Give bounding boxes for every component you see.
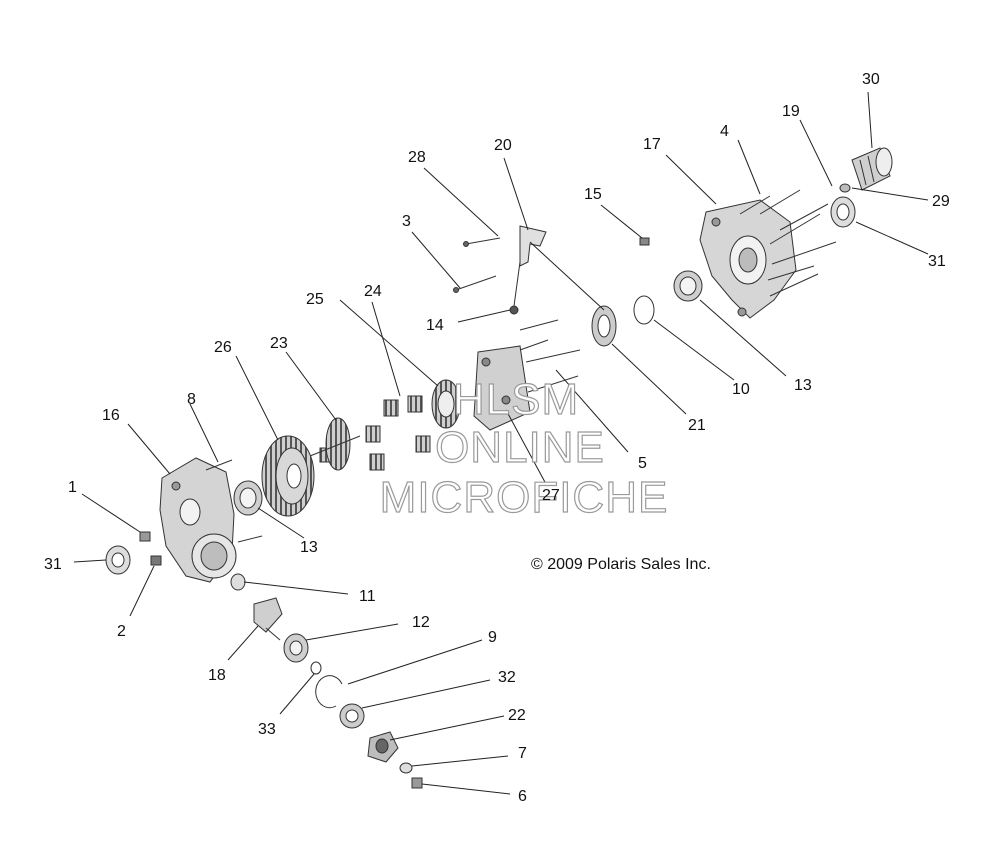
callout-25: 25 <box>306 291 324 308</box>
part-16-front-housing <box>159 457 237 583</box>
callout-12: 12 <box>412 614 430 631</box>
callout-11: 11 <box>359 588 376 605</box>
callout-18: 18 <box>208 667 226 684</box>
callout-19: 19 <box>782 103 800 120</box>
callout-20: 20 <box>494 137 512 154</box>
callout-29: 29 <box>932 193 950 210</box>
part-4-bolts <box>739 189 837 297</box>
part-28-pin <box>463 237 501 247</box>
callout-5: 5 <box>638 455 647 472</box>
part-14-pin <box>509 305 519 315</box>
callout-28: 28 <box>408 149 426 166</box>
parts-layer <box>105 147 893 789</box>
callout-27: 27 <box>542 487 560 504</box>
part-27-plate <box>473 345 531 431</box>
callout-17: 17 <box>643 136 661 153</box>
callout-32: 32 <box>498 669 516 686</box>
callout-24: 24 <box>364 283 382 300</box>
part-8-stud <box>205 459 263 543</box>
watermark-line-3: MICROFICHE <box>380 473 669 522</box>
callout-9: 9 <box>488 629 497 646</box>
callout-10: 10 <box>732 381 750 398</box>
callout-22: 22 <box>508 707 526 724</box>
part-5-bolts <box>519 319 581 393</box>
callout-33: 33 <box>258 721 276 738</box>
callout-labels: 1 2 3 4 5 6 7 8 9 10 11 12 13 13 14 15 1… <box>44 71 950 805</box>
callout-1: 1 <box>68 479 77 496</box>
part-13-bearing-upper <box>673 270 703 302</box>
callout-7: 7 <box>518 745 527 762</box>
part-3-pin <box>453 275 497 293</box>
part-31-right <box>830 196 856 228</box>
callout-3: 3 <box>402 213 411 230</box>
part-22-flange <box>367 731 399 763</box>
leader-lines <box>73 91 929 795</box>
callout-2: 2 <box>117 623 126 640</box>
callout-31-left: 31 <box>44 556 62 573</box>
callout-13-left: 13 <box>300 539 318 556</box>
part-2-plug <box>150 555 162 566</box>
part-1-plug <box>139 531 151 542</box>
callout-23: 23 <box>270 335 288 352</box>
part-33-oring <box>310 661 322 675</box>
part-31-left <box>105 545 131 575</box>
part-17-rear-housing <box>699 199 797 319</box>
callout-16: 16 <box>102 407 120 424</box>
callout-21: 21 <box>688 417 706 434</box>
part-26-large-gear <box>261 435 315 517</box>
watermark-line-2: ONLINE <box>435 423 605 472</box>
callout-31-right: 31 <box>928 253 946 270</box>
part-18-shaft <box>253 597 283 641</box>
part-7-washer <box>399 762 413 774</box>
part-12-bearing <box>283 633 309 663</box>
callout-26: 26 <box>214 339 232 356</box>
callout-14: 14 <box>426 317 444 334</box>
callout-30: 30 <box>862 71 880 88</box>
part-29 <box>839 183 851 193</box>
callout-15: 15 <box>584 186 602 203</box>
watermark-line-1: HLSM <box>453 375 579 424</box>
watermark: HLSM ONLINE MICROFICHE <box>379 374 669 522</box>
part-9-snapring <box>315 675 343 709</box>
callout-4: 4 <box>720 123 729 140</box>
part-21-gear <box>591 305 617 347</box>
part-6-nut <box>411 777 423 789</box>
part-24-gear <box>431 379 461 429</box>
part-10-ring <box>633 295 655 325</box>
part-13-bearing-lower <box>233 480 263 516</box>
part-30 <box>851 147 893 191</box>
callout-13-right: 13 <box>794 377 812 394</box>
callout-8: 8 <box>187 391 196 408</box>
part-20-fork <box>513 225 547 307</box>
part-32-seal <box>339 703 365 729</box>
part-11-bushing <box>230 573 246 591</box>
part-15-plug <box>639 237 650 246</box>
copyright-notice: © 2009 Polaris Sales Inc. <box>531 556 711 573</box>
callout-6: 6 <box>518 788 527 805</box>
